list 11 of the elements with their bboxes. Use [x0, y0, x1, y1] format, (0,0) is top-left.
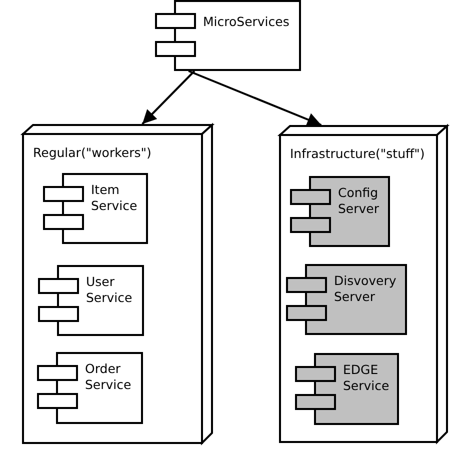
- arrow: [142, 70, 196, 125]
- component-label: User Service: [86, 274, 134, 306]
- component-label: Config Server: [338, 185, 380, 217]
- node-title: Regular("workers"): [33, 145, 152, 161]
- component-label: MicroServices: [203, 14, 290, 30]
- component-label: Order Service: [85, 361, 132, 393]
- component-label: EDGE Service: [343, 362, 390, 394]
- arrow: [188, 70, 322, 126]
- component-label: Item Service: [91, 182, 138, 214]
- component-label: Disvovery Server: [334, 273, 398, 305]
- node-title: Infrastructure("stuff"): [290, 146, 425, 162]
